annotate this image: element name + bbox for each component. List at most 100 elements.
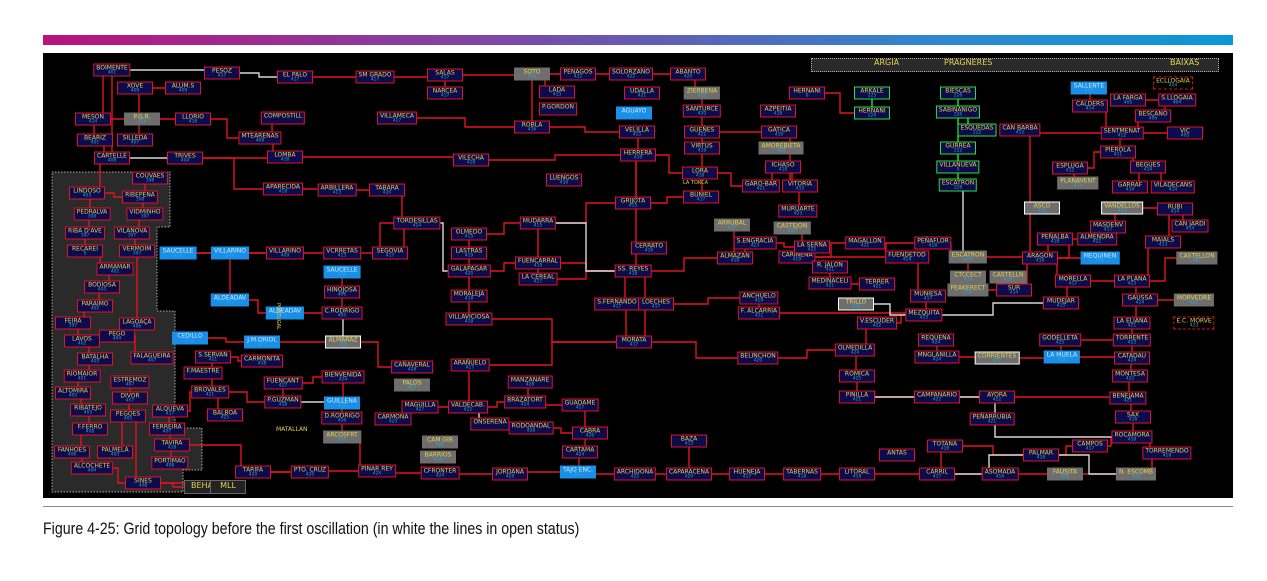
substation-node[interactable]: P.G.R.418 — [124, 112, 160, 126]
substation-node[interactable]: COMPOSTILL — [260, 111, 306, 125]
substation-node[interactable]: TAJO ENC.424 — [559, 465, 597, 479]
substation-node[interactable]: ANTAS — [879, 448, 915, 462]
